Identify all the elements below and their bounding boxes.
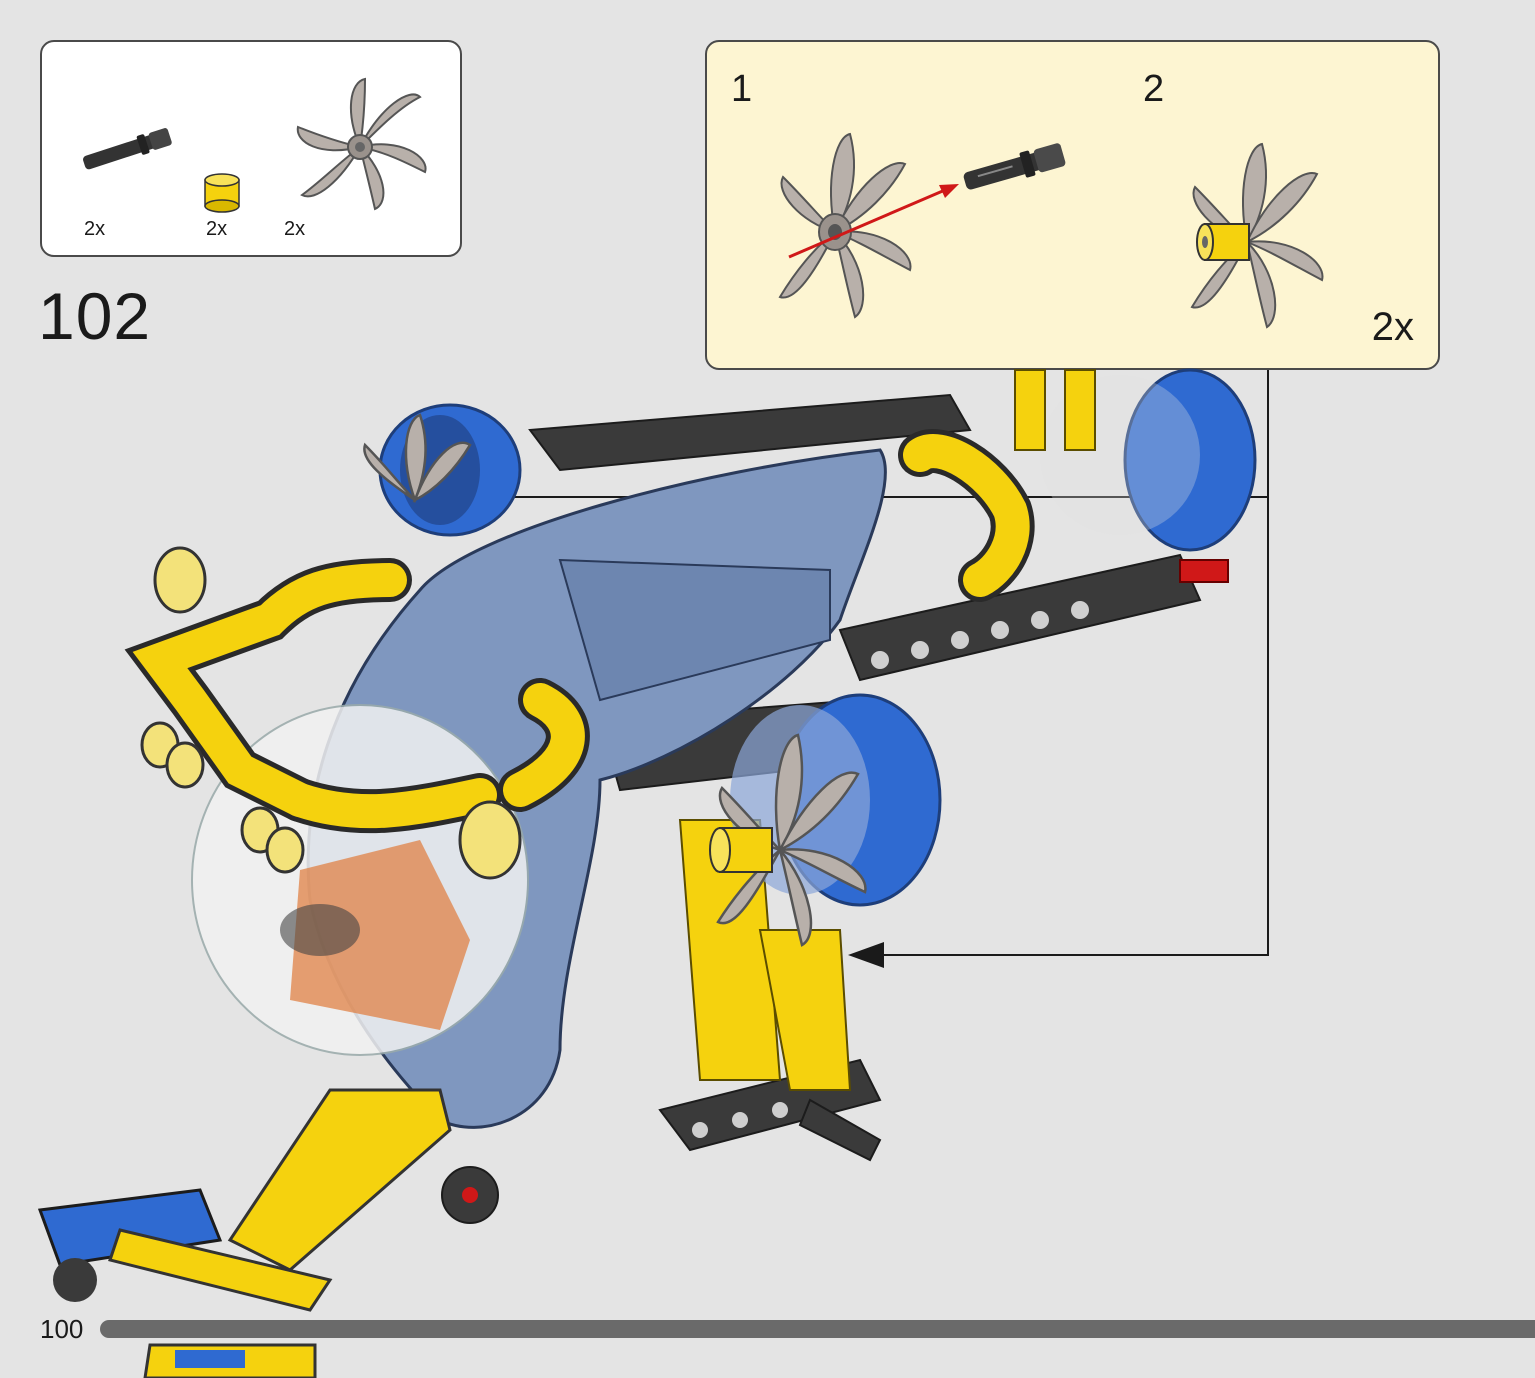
page-number: 100 <box>40 1314 84 1344</box>
assembly-arrow <box>788 184 959 259</box>
part-qty-propeller: 2x <box>284 218 306 240</box>
page-progress-bar <box>100 1320 1535 1338</box>
sub-step-2: 2 <box>1143 68 1165 110</box>
part-qty-bush: 2x <box>206 218 228 240</box>
sub-assembly-box: 1 2 <box>705 40 1440 370</box>
yellow-bush-icon <box>204 173 240 213</box>
parts-icons <box>83 77 427 213</box>
axle-pin-icon <box>83 128 172 170</box>
parts-list-box: 2x 2x 2x <box>40 40 462 257</box>
sub-step-1: 1 <box>731 68 753 110</box>
bottom-arm <box>37 1088 499 1378</box>
sub-assembly-multiplier: 2x <box>1371 305 1414 349</box>
part-qty-axle: 2x <box>84 218 106 240</box>
axle-pin-illustration <box>963 143 1066 190</box>
callout-arrow-bottom <box>848 942 884 968</box>
propeller-target-front <box>709 733 867 947</box>
light-pods <box>140 546 522 880</box>
propeller-illustration-2 <box>1190 142 1324 329</box>
propeller-icon <box>296 77 427 211</box>
red-connector <box>1179 559 1229 583</box>
sub-assembly-illustration <box>778 132 1324 329</box>
yellow-pipes-fill <box>132 434 1030 829</box>
propeller-target-left <box>363 413 472 504</box>
beam-holes <box>692 601 1089 1138</box>
step-number: 102 <box>38 279 152 353</box>
propeller-illustration-1 <box>778 132 912 319</box>
